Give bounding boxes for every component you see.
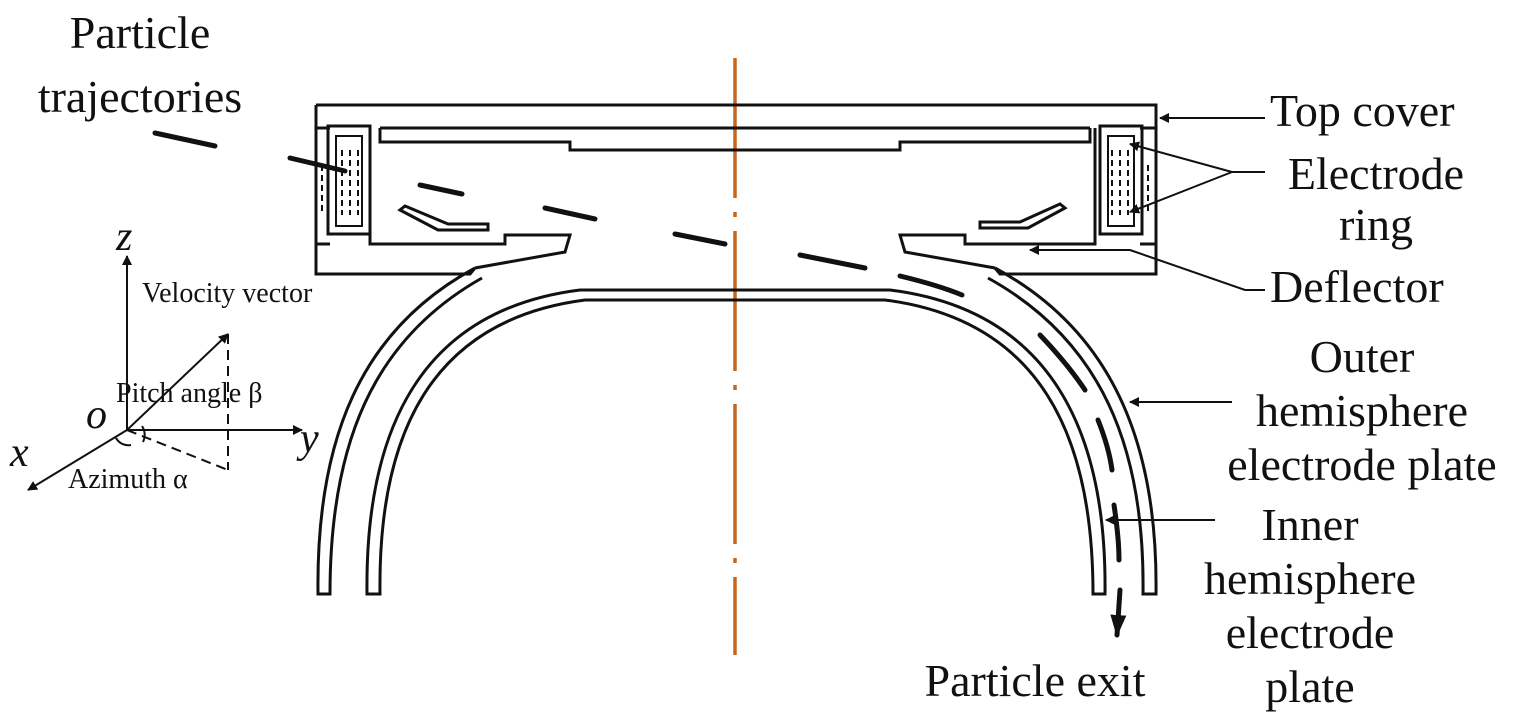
- deflector-right: [978, 202, 1068, 230]
- particle-exit-label: Particle exit: [925, 655, 1146, 706]
- coordinate-system: [27, 255, 303, 491]
- inner-plate-label-3: electrode: [1226, 607, 1395, 658]
- particle-trajectories-label-1: Particle: [70, 7, 211, 58]
- electrode-ring-label-2: ring: [1339, 199, 1413, 250]
- particle-trajectories-label-2: trajectories: [38, 71, 242, 122]
- particle-trajectory: [152, 130, 1127, 638]
- top-cover: [314, 103, 1158, 152]
- outer-plate-label-1: Outer: [1310, 331, 1415, 382]
- deflector-left: [397, 204, 490, 232]
- leader-lines: [1029, 113, 1265, 525]
- azimuth-label: Azimuth α: [68, 464, 188, 495]
- x-axis-label: x: [9, 430, 29, 476]
- outer-plate-label-2: hemisphere: [1256, 385, 1468, 436]
- electrode-ring-left: [321, 124, 372, 236]
- inner-plate-label-1: Inner: [1261, 499, 1358, 550]
- electrode-ring-right: [1098, 124, 1149, 236]
- velocity-vector-label: Velocity vector: [142, 278, 313, 309]
- origin-label: o: [86, 392, 107, 438]
- z-axis-label: z: [115, 214, 132, 260]
- pitch-angle-label: Pitch angle β: [116, 378, 262, 409]
- deflector-label: Deflector: [1270, 261, 1444, 312]
- inner-plate-label-4: plate: [1265, 661, 1354, 712]
- outer-hemisphere-plate: [316, 266, 1158, 596]
- electrode-ring-label-1: Electrode: [1288, 148, 1464, 199]
- inner-plate-label-2: hemisphere: [1204, 553, 1416, 604]
- outer-plate-label-3: electrode plate: [1227, 439, 1496, 490]
- top-cover-label: Top cover: [1270, 85, 1455, 136]
- y-axis-label: y: [296, 416, 319, 462]
- inner-hemisphere-plate: [365, 288, 1107, 596]
